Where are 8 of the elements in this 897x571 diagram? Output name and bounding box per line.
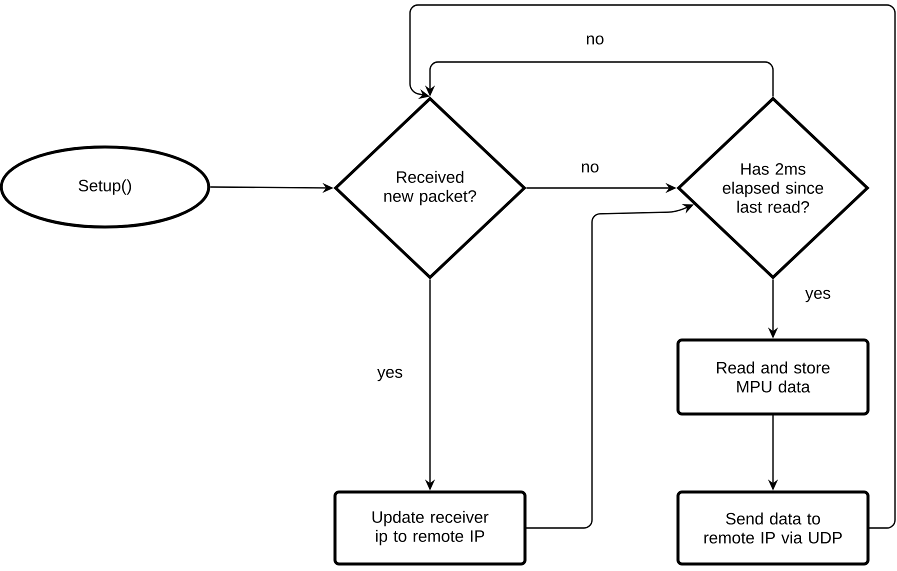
edge-label: yes <box>804 288 832 304</box>
process-box: Read and store MPU data <box>676 338 870 416</box>
edge-label: no <box>584 34 606 46</box>
edge-label: yes <box>376 368 404 382</box>
edge-label: no <box>580 162 600 174</box>
process-box: Send data to remote IP via UDP <box>676 490 870 566</box>
arrow <box>409 4 896 529</box>
process-box: Update receiver ip to remote IP <box>334 490 526 566</box>
